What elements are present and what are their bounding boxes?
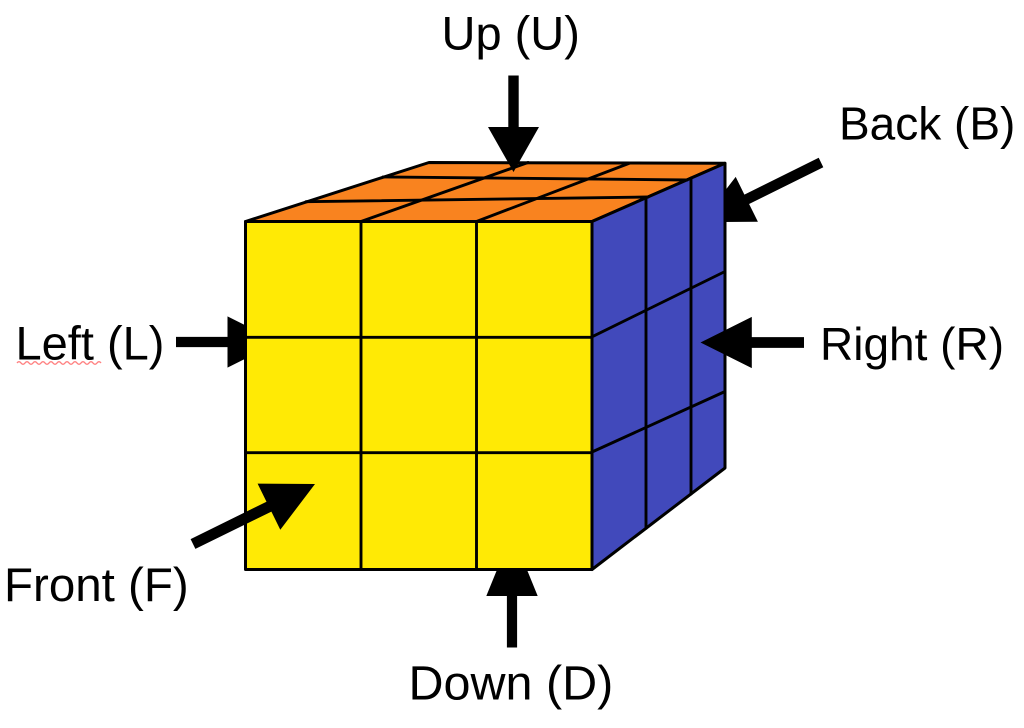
svg-text:Up (U): Up (U) bbox=[442, 7, 580, 60]
svg-text:Front (F): Front (F) bbox=[4, 559, 189, 612]
svg-text:Right (R): Right (R) bbox=[820, 318, 1004, 370]
svg-text:Down (D): Down (D) bbox=[409, 657, 614, 711]
svg-text:Back (B): Back (B) bbox=[839, 98, 1015, 150]
svg-text:Left (L): Left (L) bbox=[16, 317, 165, 370]
